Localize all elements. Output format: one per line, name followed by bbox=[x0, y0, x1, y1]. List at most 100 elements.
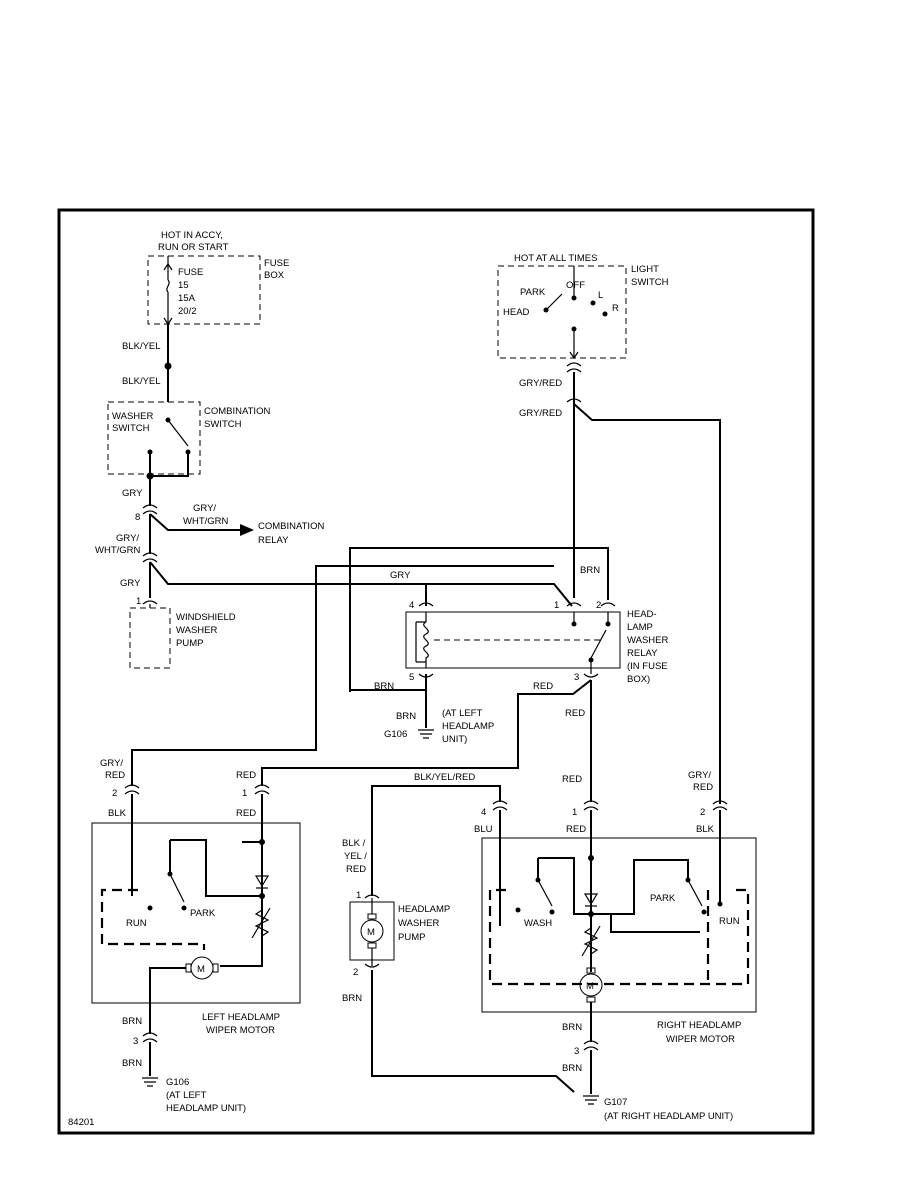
right-motor-pin-2: 2 bbox=[700, 807, 705, 818]
light-switch-blade bbox=[545, 293, 563, 311]
windshield-pump-label-2: WASHER bbox=[176, 625, 217, 636]
combination-switch-outline bbox=[107, 401, 201, 475]
wire-blk-yel-red bbox=[371, 785, 501, 896]
windshield-pump-label-3: PUMP bbox=[176, 638, 203, 649]
wire-label-brn-right-1: BRN bbox=[562, 1022, 582, 1033]
right-motor-name-2: WIPER MOTOR bbox=[666, 1034, 735, 1045]
right-motor-park-blade bbox=[687, 879, 703, 907]
fuse-arrow-top bbox=[163, 262, 173, 271]
relay-label-6: BOX) bbox=[627, 674, 650, 685]
headlamp-pump-motor bbox=[360, 919, 384, 943]
wire-label-red-right-2: RED bbox=[566, 824, 586, 835]
relay-pin-1: 1 bbox=[554, 600, 559, 611]
relay-pin-2: 2 bbox=[596, 600, 601, 611]
ground-g107-symbol bbox=[583, 1095, 599, 1105]
left-motor-park-blade bbox=[169, 873, 185, 903]
wire-label-gry-1: GRY bbox=[122, 488, 143, 499]
wire-gry-red-left bbox=[131, 565, 554, 786]
relay-pin-3: 3 bbox=[574, 672, 579, 683]
wire-label-gry-2: GRY bbox=[120, 578, 141, 589]
light-switch-outline bbox=[497, 265, 627, 359]
headlamp-pump-pin-1: 1 bbox=[356, 890, 361, 901]
wire-brn-top bbox=[349, 547, 609, 692]
headlamp-pump-label-1: HEADLAMP bbox=[398, 904, 450, 915]
left-motor-pin-1: 1 bbox=[242, 788, 247, 799]
wire-gry-red-to-right-motor bbox=[573, 403, 721, 804]
right-motor-m: M bbox=[586, 981, 594, 992]
fuse-hot-label-1: HOT IN ACCY, bbox=[161, 230, 223, 241]
wire-label-red-left-1: RED bbox=[236, 770, 256, 781]
ground-g106-bottom-symbol bbox=[142, 1077, 158, 1087]
relay-pin-4: 4 bbox=[409, 600, 414, 611]
wire-label-byr-v3: RED bbox=[346, 864, 366, 875]
wire-label-gwg-r2: WHT/GRN bbox=[183, 516, 229, 527]
right-motor-dashed-link bbox=[488, 888, 750, 986]
left-motor-outline bbox=[91, 822, 301, 1004]
headlamp-pump-pin-2: 2 bbox=[353, 967, 358, 978]
headlamp-washer-pump: 1 M 2 HEADLAMP WASHER PUMP bbox=[349, 890, 450, 978]
washer-switch-label-2: SWITCH bbox=[112, 423, 150, 434]
wire-label-blu: BLU bbox=[474, 824, 493, 835]
right-motor-pin-3: 3 bbox=[574, 1046, 579, 1057]
light-switch-head: HEAD bbox=[503, 307, 530, 318]
windshield-washer-pump: 1 WINDSHIELD WASHER PUMP bbox=[129, 596, 236, 669]
left-motor-name-2: WIPER MOTOR bbox=[206, 1025, 275, 1036]
wire-red-to-left-motor bbox=[261, 679, 592, 786]
connector-light-switch bbox=[566, 362, 582, 373]
wire-label-brn-left-1: BRN bbox=[122, 1016, 142, 1027]
ground-g106-top-symbol bbox=[418, 729, 434, 739]
wire-label-gry-3: GRY bbox=[390, 570, 411, 581]
wire-label-brn-pump: BRN bbox=[342, 993, 362, 1004]
wire-label-gwg-l1: GRY/ bbox=[116, 533, 139, 544]
wire-label-red-right-1: RED bbox=[562, 774, 582, 785]
wire-label-brn-g106: BRN bbox=[396, 711, 416, 722]
left-motor-resistor bbox=[254, 909, 270, 937]
right-motor-run: RUN bbox=[719, 916, 740, 927]
right-motor-name-1: RIGHT HEADLAMP bbox=[657, 1020, 741, 1031]
connector-c8 bbox=[142, 504, 158, 515]
wire-label-gwg-l2: WHT/GRN bbox=[95, 545, 141, 556]
right-motor-outline bbox=[481, 837, 757, 1013]
wire-label-gry-red-1: GRY/RED bbox=[519, 378, 562, 389]
right-motor-pin-1: 1 bbox=[572, 807, 577, 818]
windshield-pump-outline bbox=[129, 607, 171, 669]
wire-label-blk-yel-red: BLK/YEL/RED bbox=[414, 772, 475, 783]
wire-label-gry-red-2: GRY/RED bbox=[519, 408, 562, 419]
wire-label-blk-yel-1: BLK/YEL bbox=[122, 341, 161, 352]
wire-label-red-left-2: RED bbox=[236, 808, 256, 819]
right-wiper-motor: 4 BLU 1 RED GRY/ RED 2 BLK WASH PARK RUN bbox=[474, 770, 757, 1042]
wire-label-gry-red-left-2: RED bbox=[105, 770, 125, 781]
right-motor-diode bbox=[583, 893, 599, 906]
light-switch-name-1: LIGHT bbox=[631, 264, 659, 275]
ground-g107-name: G107 bbox=[604, 1097, 627, 1108]
left-motor-run: RUN bbox=[126, 918, 147, 929]
left-wiper-motor: GRY/ RED 2 BLK RED 1 RED RUN PARK M bbox=[91, 758, 301, 1034]
left-motor-pin-2: 2 bbox=[112, 788, 117, 799]
ground-g106-bottom-name: G106 bbox=[166, 1077, 189, 1088]
light-switch-name-2: SWITCH bbox=[631, 277, 669, 288]
light-switch-park: PARK bbox=[520, 287, 546, 298]
splice-dot bbox=[164, 362, 172, 370]
relay-label-5: (IN FUSE bbox=[627, 661, 668, 672]
wire-label-brn-top: BRN bbox=[580, 565, 600, 576]
relay-label-3: WASHER bbox=[627, 635, 668, 646]
fuse-element bbox=[166, 256, 170, 324]
fuse-box: HOT IN ACCY, RUN OR START FUSE BOX FUSE … bbox=[147, 230, 289, 326]
pin-8: 8 bbox=[135, 512, 140, 523]
relay-label-4: RELAY bbox=[627, 648, 658, 659]
combination-switch-name-1: COMBINATION bbox=[204, 406, 270, 417]
wire-brn-pump-to-g107 bbox=[371, 970, 575, 1093]
combination-switch-name-2: SWITCH bbox=[204, 419, 242, 430]
wire-gry bbox=[149, 474, 189, 506]
left-motor-name-1: LEFT HEADLAMP bbox=[202, 1012, 280, 1023]
right-motor-wash: WASH bbox=[524, 918, 552, 929]
relay-label-2: LAMP bbox=[627, 622, 653, 633]
wire-label-red-relay3: RED bbox=[533, 681, 553, 692]
left-motor-park: PARK bbox=[190, 908, 216, 919]
fuse-box-name-2: BOX bbox=[264, 270, 285, 281]
wire-label-gwg-r1: GRY/ bbox=[193, 503, 216, 514]
light-switch-l: L bbox=[598, 290, 603, 301]
headlamp-pump-m: M bbox=[367, 927, 375, 938]
wire-label-byr-v1: BLK / bbox=[342, 838, 366, 849]
